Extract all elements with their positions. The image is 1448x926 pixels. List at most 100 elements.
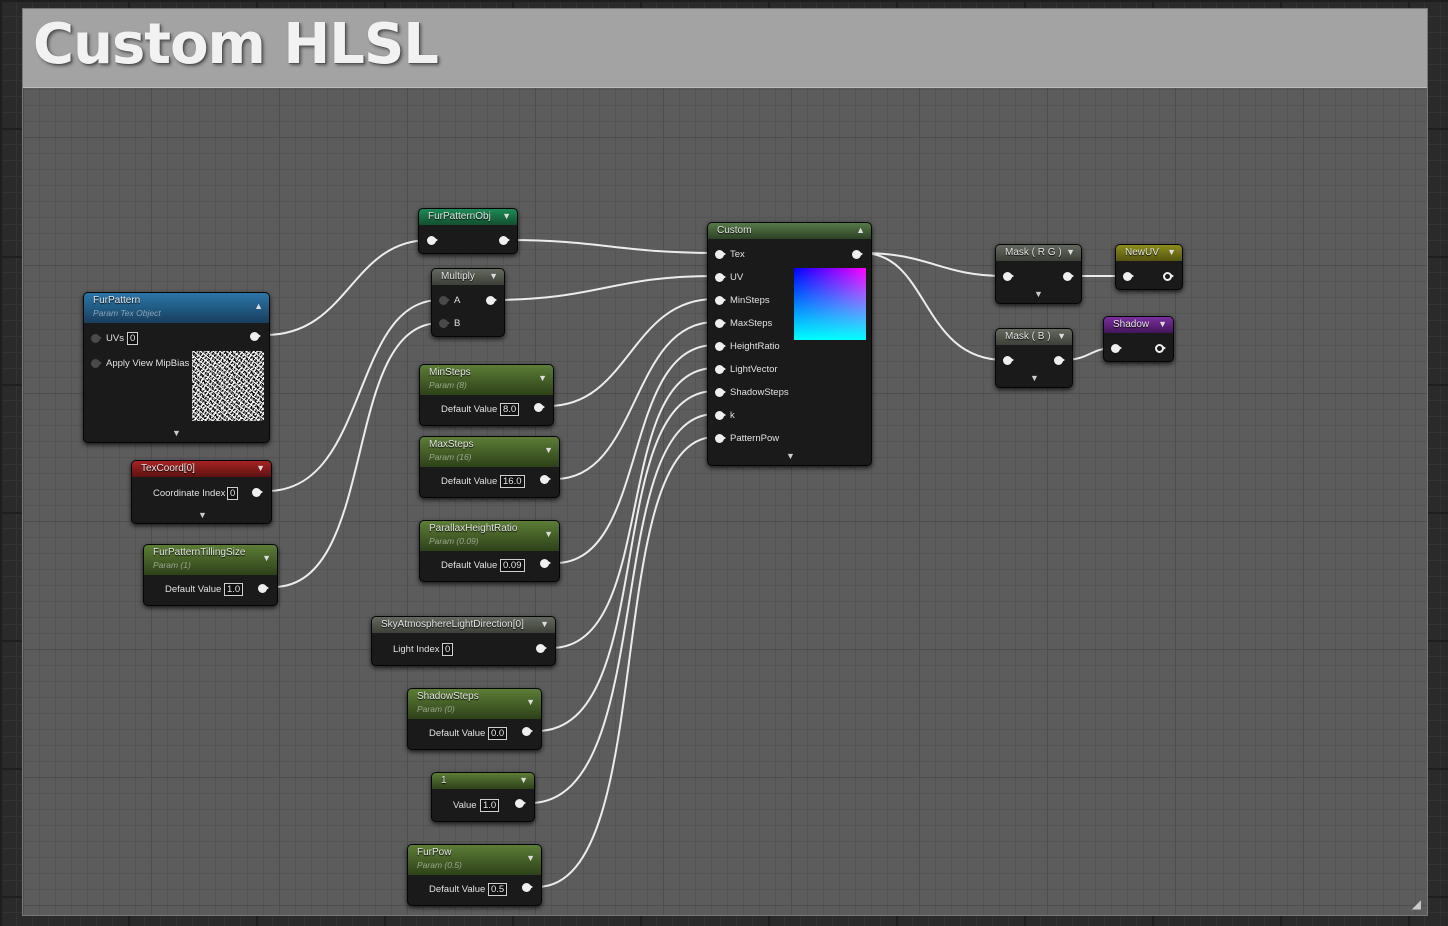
node-mask-rg[interactable]: Mask ( R G ) ▼ ▼ [995,244,1082,304]
chevron-down-icon[interactable]: ▼ [544,445,553,455]
value-field[interactable]: 0 [442,643,454,656]
node-shadow-steps[interactable]: ShadowSteps Param (0) ▼ Default Value 0.… [407,688,542,750]
node-header[interactable]: Custom ▲ [708,223,871,239]
node-sky-atmosphere-light-direction[interactable]: SkyAtmosphereLightDirection[0] ▼ Light I… [371,616,556,666]
chevron-down-icon[interactable]: ▼ [540,619,549,629]
node-header[interactable]: 1 ▼ [432,773,534,789]
chevron-down-icon[interactable]: ▼ [1158,319,1167,329]
input-pin-minsteps[interactable] [715,296,726,305]
node-fur-pow[interactable]: FurPow Param (0.5) ▼ Default Value 0.5 [407,844,542,906]
value-field[interactable]: 0 [227,487,239,500]
node-header[interactable]: FurPattern Param Tex Object ▲ [84,293,269,323]
chevron-down-icon[interactable]: ▼ [172,428,181,438]
node-header[interactable]: ShadowSteps Param (0) ▼ [408,689,541,719]
input-pin-uvs[interactable] [91,334,102,343]
chevron-down-icon[interactable]: ▼ [526,853,535,863]
node-header[interactable]: SkyAtmosphereLightDirection[0] ▼ [372,617,555,633]
node-fur-pattern[interactable]: FurPattern Param Tex Object ▲ UVs 0 Appl… [83,292,270,443]
output-pin[interactable] [522,883,533,892]
output-pin[interactable] [515,799,526,808]
comment-title[interactable]: Custom HLSL [33,12,439,77]
output-pin[interactable] [540,475,551,484]
input-pin[interactable] [1003,272,1014,281]
chevron-down-icon[interactable]: ▼ [538,373,547,383]
node-header[interactable]: Multiply ▼ [432,269,504,285]
node-header[interactable]: Mask ( B ) ▼ [996,329,1072,345]
input-pin-lightvector[interactable] [715,365,726,374]
output-pin[interactable] [1163,272,1174,281]
chevron-down-icon[interactable]: ▼ [519,775,528,785]
value-field[interactable]: 0.5 [488,883,508,896]
node-header[interactable]: ParallaxHeightRatio Param (0.09) ▼ [420,521,559,551]
output-pin[interactable] [852,250,863,259]
output-pin[interactable] [536,644,547,653]
node-min-steps[interactable]: MinSteps Param (8) ▼ Default Value 8.0 [419,364,554,426]
output-pin[interactable] [258,584,269,593]
chevron-down-icon[interactable]: ▼ [1066,247,1075,257]
input-pin-heightratio[interactable] [715,342,726,351]
value-field[interactable]: 16.0 [500,475,525,488]
output-pin[interactable] [1054,356,1065,365]
input-pin-uv[interactable] [715,273,726,282]
node-header[interactable]: TexCoord[0] ▼ [132,461,271,477]
chevron-down-icon[interactable]: ▼ [489,271,498,281]
value-field[interactable]: 1.0 [480,799,500,812]
node-header[interactable]: FurPatternTillingSize Param (1) ▼ [144,545,277,575]
input-pin-a[interactable] [439,296,450,305]
output-pin[interactable] [534,403,545,412]
chevron-down-icon[interactable]: ▼ [544,529,553,539]
output-pin[interactable] [1155,344,1166,353]
output-pin[interactable] [250,332,261,341]
input-pin-k[interactable] [715,411,726,420]
value-field[interactable]: 1.0 [224,583,244,596]
node-header[interactable]: MinSteps Param (8) ▼ [420,365,553,395]
input-pin-shadowsteps[interactable] [715,388,726,397]
input-pin-tex[interactable] [715,250,726,259]
node-custom[interactable]: Custom ▲ Tex UV MinSteps MaxSteps Height… [707,222,872,466]
node-header[interactable]: MaxSteps Param (16) ▼ [420,437,559,467]
node-named-reroute-shadow[interactable]: Shadow ▼ [1103,316,1174,362]
chevron-down-icon[interactable]: ▼ [786,451,795,461]
node-max-steps[interactable]: MaxSteps Param (16) ▼ Default Value 16.0 [419,436,560,498]
input-pin-maxsteps[interactable] [715,319,726,328]
node-header[interactable]: FurPatternObj ▼ [419,209,517,225]
output-pin[interactable] [522,727,533,736]
chevron-up-icon[interactable]: ▲ [856,225,865,235]
input-pin[interactable] [1003,356,1014,365]
chevron-down-icon[interactable]: ▼ [526,697,535,707]
resize-grip-icon[interactable]: ◢ [1411,897,1421,911]
node-header[interactable]: Shadow ▼ [1104,317,1173,333]
input-pin-mipbias[interactable] [91,359,102,368]
chevron-down-icon[interactable]: ▼ [1030,373,1039,383]
value-field[interactable]: 0.09 [500,559,525,572]
node-fur-pattern-obj[interactable]: FurPatternObj ▼ [418,208,518,254]
chevron-up-icon[interactable]: ▲ [254,301,263,311]
node-texcoord[interactable]: TexCoord[0] ▼ Coordinate Index 0 ▼ [131,460,272,524]
node-header[interactable]: FurPow Param (0.5) ▼ [408,845,541,875]
input-pin[interactable] [427,236,438,245]
chevron-down-icon[interactable]: ▼ [1057,331,1066,341]
chevron-down-icon[interactable]: ▼ [198,510,207,520]
node-parallax-height-ratio[interactable]: ParallaxHeightRatio Param (0.09) ▼ Defau… [419,520,560,582]
output-pin[interactable] [486,296,497,305]
output-pin[interactable] [499,236,510,245]
output-pin[interactable] [252,488,263,497]
chevron-down-icon[interactable]: ▼ [1034,289,1043,299]
input-pin[interactable] [1111,344,1122,353]
value-field[interactable]: 8.0 [500,403,520,416]
chevron-down-icon[interactable]: ▼ [502,211,511,221]
chevron-down-icon[interactable]: ▼ [256,463,265,473]
input-pin-b[interactable] [439,319,450,328]
chevron-down-icon[interactable]: ▼ [262,553,271,563]
node-multiply[interactable]: Multiply ▼ A B [431,268,505,337]
node-named-reroute-newuv[interactable]: NewUV ▼ [1115,244,1183,290]
input-pin[interactable] [1123,272,1134,281]
comment-header[interactable]: Custom HLSL [23,9,1427,88]
node-mask-b[interactable]: Mask ( B ) ▼ ▼ [995,328,1073,388]
uvs-value-field[interactable]: 0 [127,332,139,345]
node-fur-pattern-tilling-size[interactable]: FurPatternTillingSize Param (1) ▼ Defaul… [143,544,278,606]
node-constant-one[interactable]: 1 ▼ Value 1.0 [431,772,535,822]
node-header[interactable]: NewUV ▼ [1116,245,1182,261]
input-pin-patternpow[interactable] [715,434,726,443]
output-pin[interactable] [540,559,551,568]
